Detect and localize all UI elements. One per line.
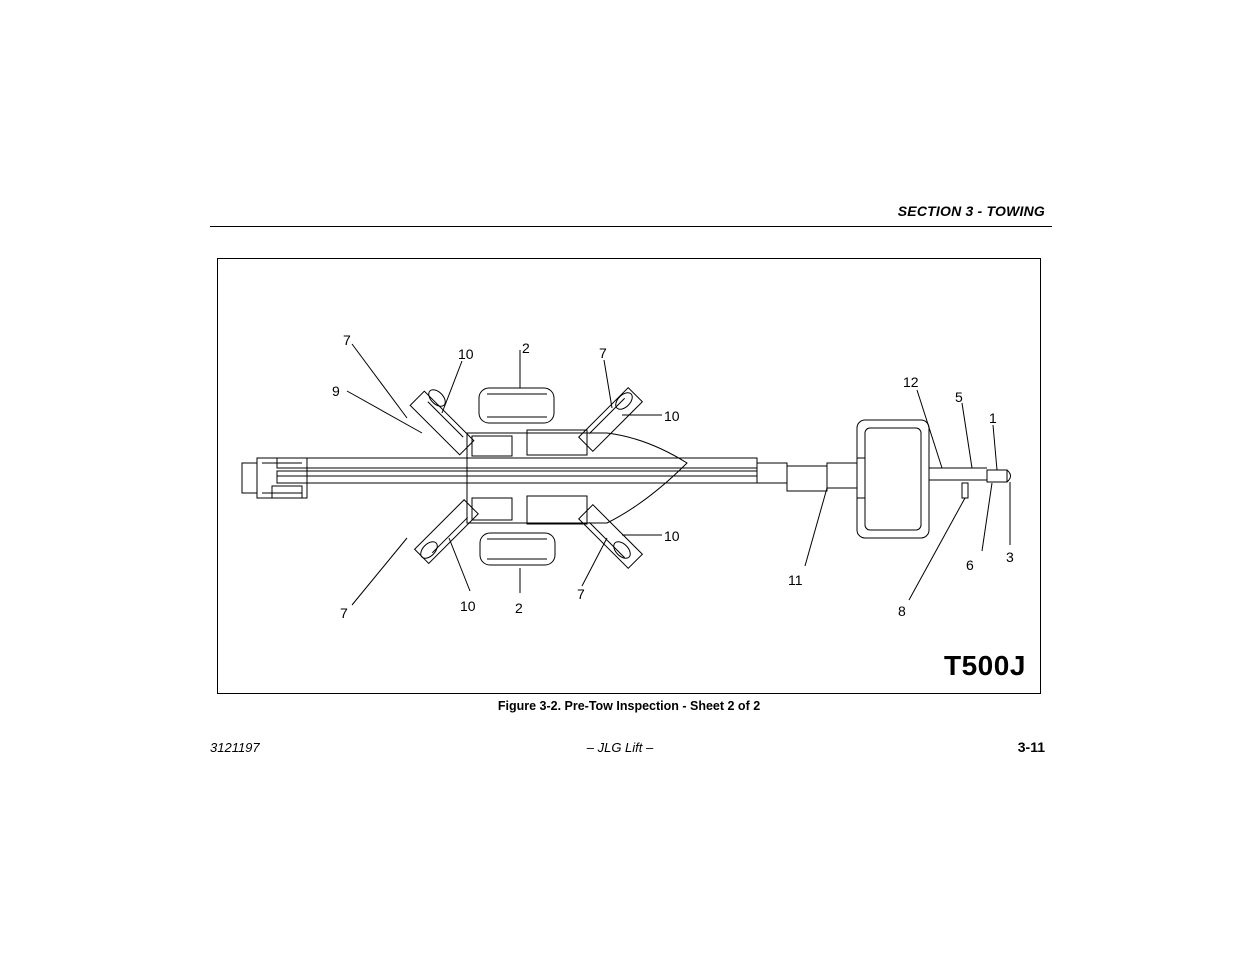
callout-label: 3 bbox=[1006, 549, 1014, 565]
header-divider bbox=[210, 226, 1052, 227]
callout-label: 7 bbox=[343, 332, 351, 348]
figure-caption: Figure 3-2. Pre-Tow Inspection - Sheet 2… bbox=[497, 699, 761, 713]
footer-publisher: – JLG Lift – bbox=[586, 740, 654, 755]
rear-tail-assembly bbox=[241, 457, 308, 499]
callout-label: 8 bbox=[898, 603, 906, 619]
leader-lines bbox=[346, 343, 1011, 606]
callout-label: 12 bbox=[903, 374, 919, 390]
callout-label: 7 bbox=[577, 586, 585, 602]
callout-label: 11 bbox=[788, 572, 803, 588]
figure-frame bbox=[217, 258, 1041, 694]
tongue-hitch bbox=[929, 467, 1011, 499]
outriggers bbox=[409, 386, 644, 570]
callout-label: 5 bbox=[955, 389, 963, 405]
callout-label: 10 bbox=[460, 598, 476, 614]
callout-label: 7 bbox=[599, 345, 607, 361]
model-label: T500J bbox=[944, 650, 1026, 681]
callout-label: 10 bbox=[664, 528, 680, 544]
callout-label: 7 bbox=[340, 605, 348, 621]
callout-label: 2 bbox=[515, 600, 523, 616]
jib-connector bbox=[756, 462, 858, 492]
callout-label: 10 bbox=[664, 408, 680, 424]
callout-label: 6 bbox=[966, 557, 974, 573]
section-title: SECTION 3 - TOWING bbox=[897, 203, 1045, 219]
callout-label: 2 bbox=[522, 340, 530, 356]
trailer-diagram: 7 10 2 7 9 10 12 5 1 10 7 10 2 7 11 6 3 … bbox=[241, 332, 1014, 621]
turntable-body bbox=[466, 429, 688, 525]
page-number: 3-11 bbox=[1017, 739, 1045, 755]
callout-label: 1 bbox=[989, 410, 997, 426]
callout-label: 10 bbox=[458, 346, 474, 362]
doc-number: 3121197 bbox=[210, 740, 260, 755]
platform bbox=[856, 419, 930, 539]
callout-label: 9 bbox=[332, 383, 340, 399]
wheels bbox=[478, 387, 556, 566]
